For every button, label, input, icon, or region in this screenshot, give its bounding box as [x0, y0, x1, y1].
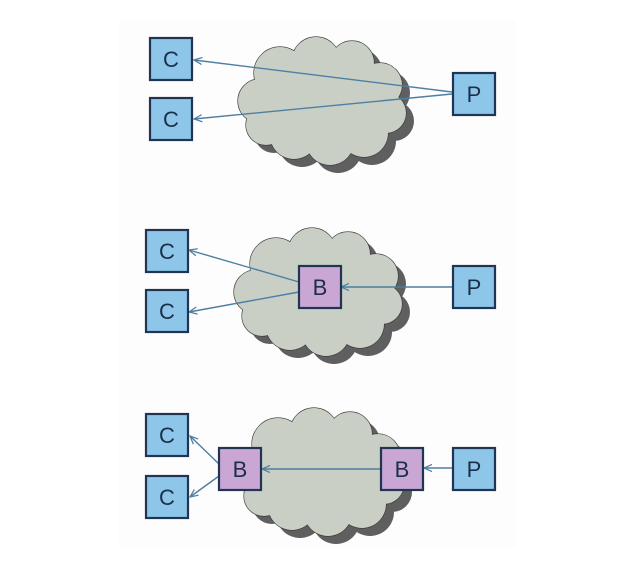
- producer-label: P: [467, 457, 482, 482]
- client-node: C: [148, 96, 194, 142]
- broker-node: B: [297, 264, 343, 310]
- arrow-b-to-c2: [189, 291, 300, 312]
- broker-label: B: [233, 457, 248, 482]
- arrow-p-to-c1: [194, 60, 453, 93]
- client-label: C: [159, 485, 175, 510]
- producer-node: P: [451, 264, 497, 310]
- arrow-b1-to-c1: [190, 436, 220, 465]
- client-node: C: [144, 288, 190, 334]
- client-label: C: [163, 107, 179, 132]
- client-node: C: [144, 474, 190, 520]
- arrow-b1-to-c2: [190, 475, 220, 497]
- client-node: C: [148, 36, 194, 82]
- broker-node: B: [379, 446, 425, 492]
- producer-label: P: [467, 82, 482, 107]
- client-label: C: [159, 423, 175, 448]
- broker-label: B: [395, 457, 410, 482]
- broker-label: B: [313, 275, 328, 300]
- client-label: C: [163, 47, 179, 72]
- producer-node: P: [451, 71, 497, 117]
- diagram-single-broker: C C B P: [144, 227, 497, 364]
- producer-node: P: [451, 446, 497, 492]
- broker-node: B: [217, 446, 263, 492]
- client-label: C: [159, 239, 175, 264]
- client-label: C: [159, 299, 175, 324]
- producer-label: P: [467, 275, 482, 300]
- client-node: C: [144, 228, 190, 274]
- diagram-direct: C C P: [148, 36, 497, 173]
- client-node: C: [144, 412, 190, 458]
- arrow-p-to-c2: [194, 93, 453, 119]
- arrow-b-to-c1: [189, 250, 300, 283]
- diagram-two-brokers: C C B B P: [144, 407, 497, 544]
